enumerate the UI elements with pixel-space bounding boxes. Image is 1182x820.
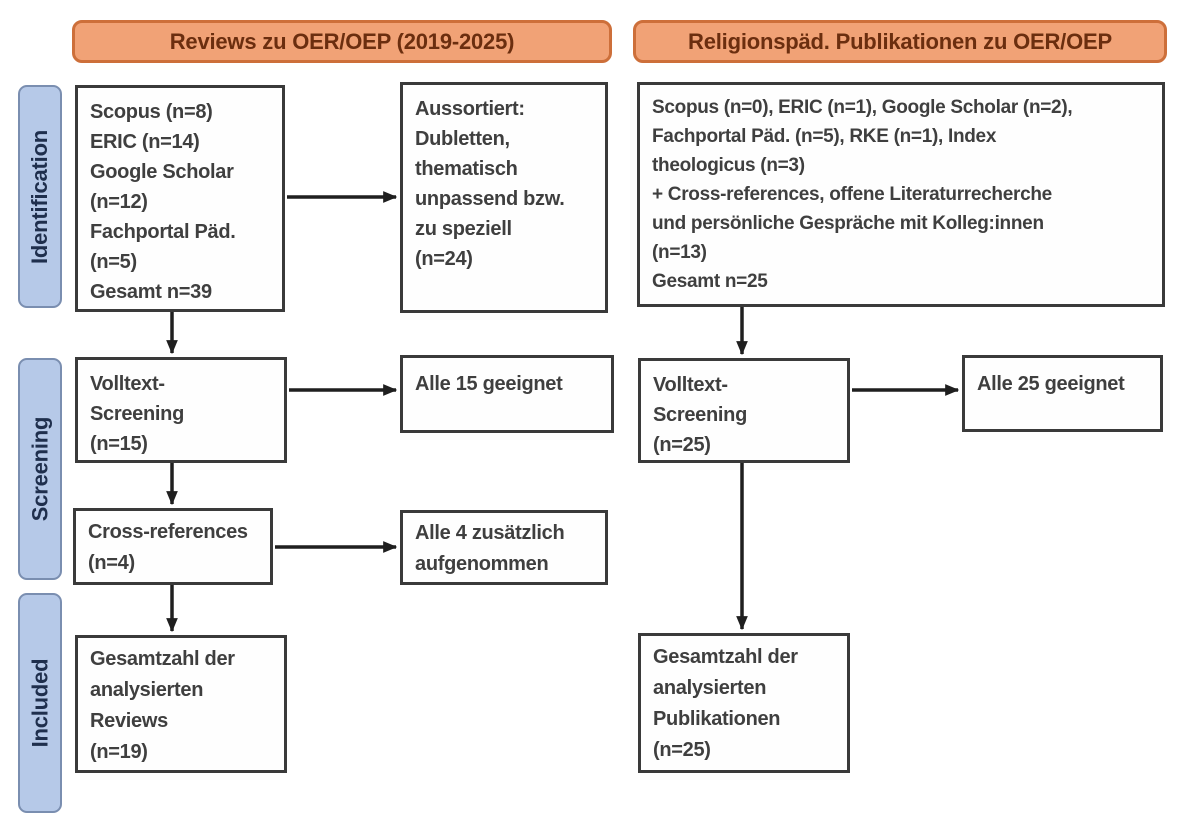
box-left-included-total: Gesamtzahl der analysierten Reviews (n=1… — [75, 635, 287, 773]
stage-label-identification-text: Identification — [27, 129, 52, 264]
box-left-cross-references: Cross-references (n=4) — [73, 508, 273, 585]
stage-label-included-text: Included — [27, 658, 53, 748]
box-left-cross-references-result: Alle 4 zusätzlich aufgenommen — [400, 510, 608, 585]
box-left-fulltext-result: Alle 15 geeignet — [400, 355, 614, 433]
column-header-reviews: Reviews zu OER/OEP (2019-2025) — [72, 20, 612, 63]
box-right-fulltext-result: Alle 25 geeignet — [962, 355, 1163, 432]
box-left-excluded: Aussortiert: Dubletten, thematisch unpas… — [400, 82, 608, 313]
column-header-religionspaed: Religionspäd. Publikationen zu OER/OEP — [633, 20, 1167, 63]
box-right-fulltext-screening: Volltext- Screening (n=25) — [638, 358, 850, 463]
box-left-fulltext-screening: Volltext- Screening (n=15) — [75, 357, 287, 463]
box-left-sources: Scopus (n=8) ERIC (n=14) Google Scholar … — [75, 85, 285, 312]
box-right-sources: Scopus (n=0), ERIC (n=1), Google Scholar… — [637, 82, 1165, 307]
stage-label-identification: Identification — [18, 85, 62, 308]
stage-label-screening-text: Screening — [27, 416, 53, 522]
box-right-included-total: Gesamtzahl der analysierten Publikatione… — [638, 633, 850, 773]
stage-label-screening: Screening — [18, 358, 62, 580]
stage-label-included: Included — [18, 593, 62, 813]
